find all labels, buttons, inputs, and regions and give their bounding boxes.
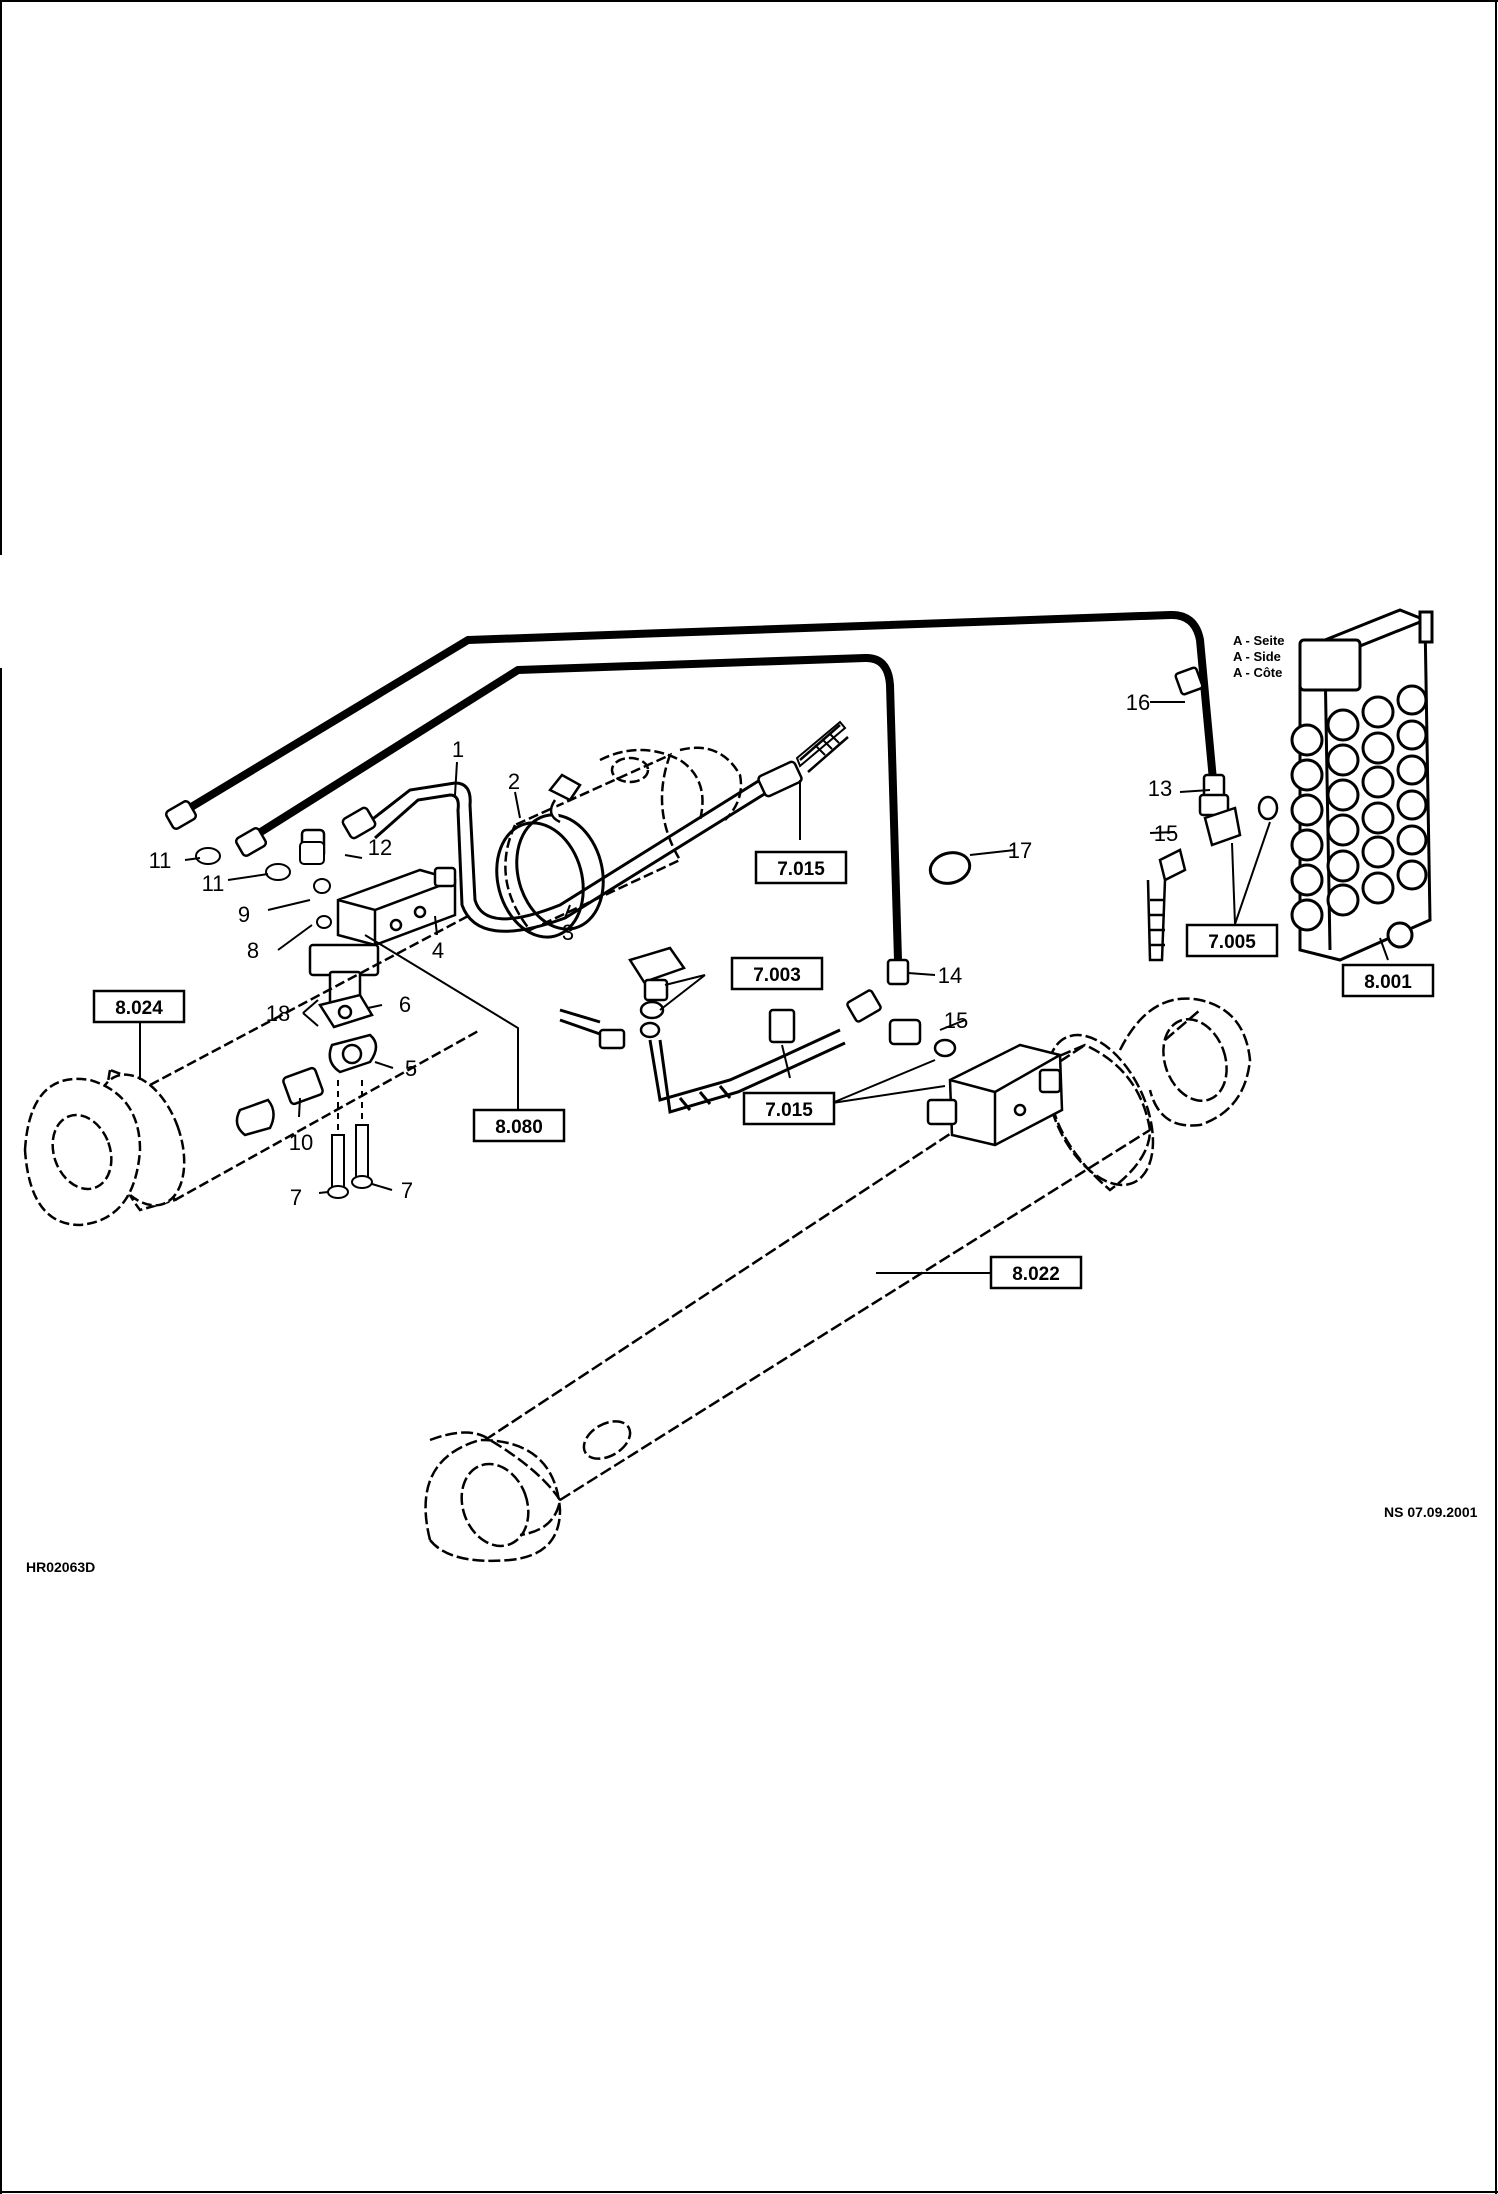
callout-7-right: 7 [401,1178,413,1203]
callout-4: 4 [432,938,444,963]
callout-7-left: 7 [290,1185,302,1210]
callout-6: 6 [399,992,411,1017]
callout-15-lower: 15 [944,1008,968,1033]
pipe-1 [364,778,767,933]
fitting-10 [235,1066,324,1137]
flange-parts [318,993,378,1074]
ref-box-7-005 [1185,923,1279,958]
bolts-7 [327,1080,373,1199]
hoses [174,610,1217,964]
ref-box-8-001 [1341,963,1435,998]
callout-10: 10 [289,1130,313,1155]
callout-1: 1 [452,737,464,762]
clip-17 [928,851,972,885]
callout-16: 16 [1126,690,1150,715]
callout-5: 5 [405,1056,417,1081]
valve-spools [1290,684,1428,949]
hose-upper [174,610,1217,819]
callout-13: 13 [1148,776,1172,801]
ref-label-7-015-top: 7.015 [777,859,825,880]
nuts [195,841,332,929]
ref-label-7-005: 7.005 [1208,932,1256,953]
ref-label-8-022: 8.022 [1012,1264,1060,1285]
ref-label-7-003: 7.003 [753,965,801,986]
ref-box-7-015-lower [742,1091,836,1126]
ref-label-8-080: 8.080 [495,1117,543,1138]
callout-numbers: 1 2 3 4 5 6 7 7 8 9 10 11 11 12 13 14 15… [149,690,1179,1210]
tee-7-003 [628,946,686,1039]
callout-17: 17 [1008,838,1032,863]
leader-lines [139,701,1389,1274]
hose-7015-top [795,720,847,768]
ref-box-8-080 [472,1108,566,1143]
callout-9: 9 [238,902,250,927]
ref-box-7-015-top [754,850,848,885]
callout-2: 2 [508,769,520,794]
cylinder-8-024 [23,913,481,1227]
callout-14: 14 [938,963,962,988]
cylinder-8-022 [424,997,1252,1563]
ref-box-7-003 [730,956,824,991]
fittings [164,724,1226,986]
side-label-de: A - Seite [1233,633,1285,648]
fittings-right [1146,666,1279,962]
callout-8: 8 [247,938,259,963]
date-stamp: NS 07.09.2001 [1384,1504,1478,1520]
callout-12: 12 [368,835,392,860]
callout-3: 3 [562,920,574,945]
hose-7015-lower [559,1008,846,1114]
ref-box-8-022 [989,1255,1083,1290]
ref-label-8-024: 8.024 [115,998,163,1019]
callout-11-upper: 11 [149,848,172,873]
ref-label-8-001: 8.001 [1364,972,1412,993]
ref-box-labels: 8.024 8.080 7.015 7.003 7.015 7.005 8.00… [115,859,1412,1285]
callout-15-upper: 15 [1154,821,1178,846]
drawing-id: HR02063D [26,1559,95,1575]
ref-label-7-015-lower: 7.015 [765,1100,813,1121]
valve-on-cylinder [926,1043,1064,1147]
ref-boxes [92,850,1435,1290]
side-labels: A - Seite A - Side A - Côte [1233,633,1285,680]
bracket-fittings [598,989,957,1058]
callout-11-lower: 11 [202,871,225,896]
callout-18: 18 [266,1001,290,1026]
ref-box-8-024 [92,989,186,1024]
drum-2-3 [504,746,743,932]
elbow-fitting [548,773,582,824]
side-label-fr: A - Côte [1233,665,1282,680]
clamp-ring-2 [495,813,605,939]
hose-middle [244,654,902,964]
side-label-en: A - Side [1233,649,1281,664]
